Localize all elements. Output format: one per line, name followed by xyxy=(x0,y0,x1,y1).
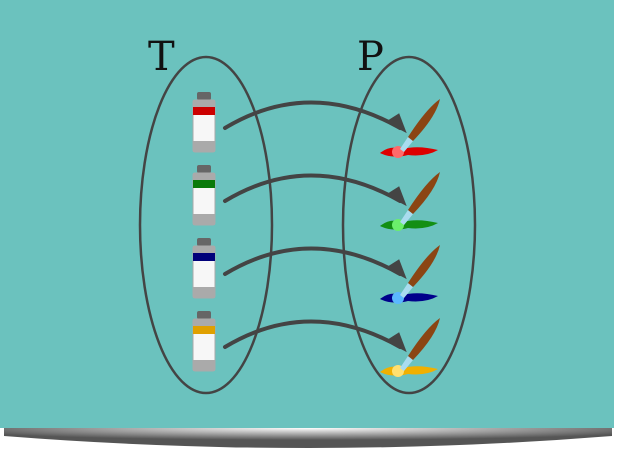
tube-shoulder xyxy=(193,319,215,326)
paintbrush-paint-icon xyxy=(380,245,440,304)
card-shadow xyxy=(4,428,612,448)
set-label-t: T xyxy=(148,34,175,80)
arrow-head xyxy=(385,113,407,134)
paintbrush-paint-icon xyxy=(380,172,440,231)
tube-crimp xyxy=(193,214,215,225)
tube-shoulder xyxy=(193,173,215,180)
paint-tube-icon xyxy=(192,92,216,153)
paint-tube-icon xyxy=(192,238,216,299)
brush-ferrule xyxy=(400,137,413,152)
tube-cap xyxy=(197,238,211,246)
mapping-arrow xyxy=(223,319,402,349)
paintbrush-paint-icon xyxy=(380,318,440,377)
set-label-p: P xyxy=(357,34,384,80)
brush-handle xyxy=(408,99,440,141)
tube-crimp xyxy=(193,360,215,371)
paint-tube-icon xyxy=(192,311,216,372)
mapping-arrow xyxy=(223,100,402,130)
tube-shoulder xyxy=(193,100,215,107)
brush-ferrule xyxy=(400,210,413,225)
tube-cap xyxy=(197,165,211,173)
diagram-background xyxy=(0,0,614,428)
tube-cap xyxy=(197,92,211,100)
tube-color-band xyxy=(193,107,215,115)
tube-crimp xyxy=(193,141,215,152)
arrow-head xyxy=(385,186,407,207)
brush-ferrule xyxy=(400,283,413,298)
tube-color-band xyxy=(193,253,215,261)
paintbrush-paint-icon xyxy=(380,99,440,158)
tube-crimp xyxy=(193,287,215,298)
tube-color-band xyxy=(193,180,215,188)
set-p-ellipse xyxy=(341,55,477,395)
mapping-arrow xyxy=(223,173,402,203)
tube-shoulder xyxy=(193,246,215,253)
arrow-head xyxy=(385,259,407,280)
set-t-ellipse xyxy=(138,55,274,395)
mapping-arrow xyxy=(223,246,402,276)
paint-tube-icon xyxy=(192,165,216,226)
tube-cap xyxy=(197,311,211,319)
brush-handle xyxy=(408,245,440,287)
tube-color-band xyxy=(193,326,215,334)
brush-handle xyxy=(408,318,440,360)
arrow-head xyxy=(385,332,407,353)
brush-handle xyxy=(408,172,440,214)
brush-ferrule xyxy=(400,356,413,371)
